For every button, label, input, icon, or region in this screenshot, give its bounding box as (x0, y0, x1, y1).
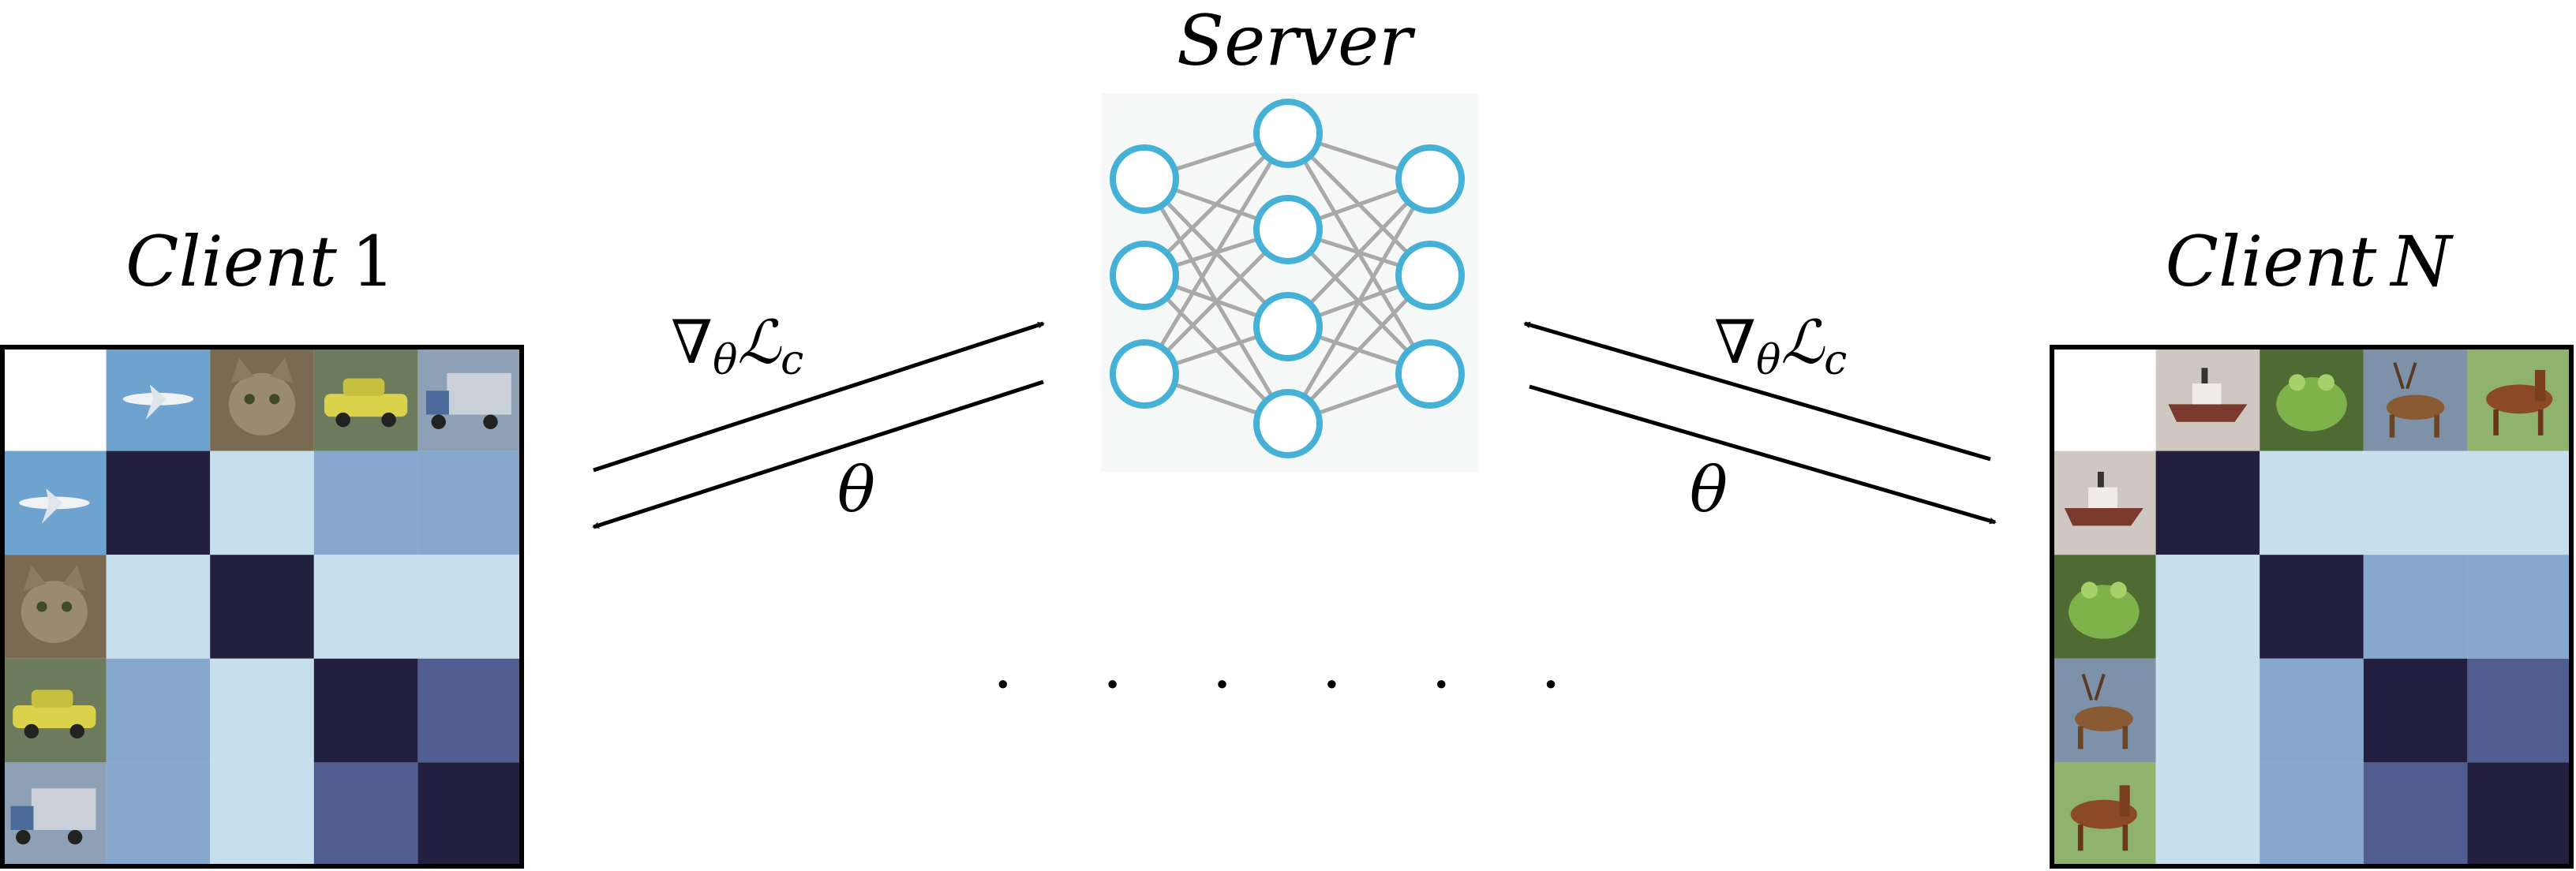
network-node (1253, 292, 1323, 361)
more-clients-ellipsis: · · · · · · (993, 648, 1596, 721)
server-label: Server (1177, 0, 1416, 81)
airplane-thumbnail-icon (106, 347, 211, 451)
similarity-cell (417, 450, 522, 555)
similarity-cell (2155, 658, 2260, 763)
client-1-label-index: 1 (351, 221, 395, 302)
similarity-cell (313, 450, 418, 555)
right-arrows: ∇θℒc θ (1523, 307, 1997, 526)
matrix-frame (0, 345, 524, 869)
similarity-cell (210, 450, 314, 555)
matrix-frame (2050, 345, 2574, 869)
client-n-label-index: N (2389, 221, 2454, 302)
network-node (1395, 241, 1465, 310)
truck-thumbnail-icon (2, 762, 107, 866)
param-label-left: θ (837, 453, 875, 526)
similarity-cell (2363, 762, 2468, 866)
similarity-cell (2155, 555, 2260, 659)
param-label-right: θ (1690, 453, 1728, 526)
similarity-cell (417, 658, 522, 763)
client-n-label-word: Client (2166, 221, 2377, 302)
cat-thumbnail-icon (210, 347, 314, 451)
client-1-label-word: Client (125, 221, 337, 302)
network-edge (1142, 132, 1290, 376)
similarity-cell (2155, 450, 2260, 555)
similarity-cell (2260, 762, 2364, 866)
gradient-label-left: ∇θℒc (671, 307, 803, 384)
similarity-cell (2363, 658, 2468, 763)
cat-thumbnail-icon (2, 555, 107, 659)
network-node (1395, 144, 1465, 214)
left-arrows: ∇θℒc θ (592, 307, 1045, 529)
network-node (1253, 389, 1323, 458)
similarity-cell (2155, 762, 2260, 866)
network-node (1110, 144, 1179, 214)
network-edge (1286, 178, 1432, 425)
truck-thumbnail-icon (417, 347, 522, 451)
server: Server (1101, 0, 1478, 472)
similarity-cell (106, 555, 211, 659)
airplane-thumbnail-icon (2, 450, 107, 555)
gradient-upload-arrow-right (1523, 321, 1991, 462)
similarity-cell (210, 555, 314, 659)
horse-thumbnail-icon (2052, 762, 2156, 866)
ship-thumbnail-icon (2155, 347, 2260, 451)
client-n-similarity-matrix (2050, 345, 2574, 869)
car-thumbnail-icon (2, 658, 107, 763)
similarity-cell (2363, 555, 2468, 659)
client-1-similarity-matrix (0, 345, 524, 869)
similarity-cell (106, 658, 211, 763)
network-node (1110, 241, 1179, 310)
similarity-cell (313, 762, 418, 866)
similarity-cell (2363, 450, 2468, 555)
horse-thumbnail-icon (2467, 347, 2571, 451)
network-node (1253, 99, 1323, 168)
similarity-cell (2467, 658, 2571, 763)
similarity-cell (417, 762, 522, 866)
neural-network-icon (1101, 93, 1478, 472)
gradient-label-right: ∇θℒc (1714, 307, 1847, 384)
similarity-cell (417, 555, 522, 659)
similarity-cell (2467, 450, 2571, 555)
car-thumbnail-icon (313, 347, 418, 451)
similarity-cell (210, 658, 314, 763)
similarity-cell (106, 762, 211, 866)
network-node (1253, 195, 1323, 264)
deer-thumbnail-icon (2363, 347, 2468, 451)
similarity-cell (313, 555, 418, 659)
deer-thumbnail-icon (2052, 658, 2156, 763)
param-download-arrow-left (592, 379, 1044, 529)
similarity-cell (2260, 450, 2364, 555)
similarity-cell (210, 762, 314, 866)
network-node (1110, 339, 1179, 409)
similarity-cell (313, 658, 418, 763)
network-node (1395, 339, 1465, 409)
similarity-cell (2467, 555, 2571, 659)
similarity-cell (2260, 658, 2364, 763)
frog-thumbnail-icon (2260, 347, 2364, 451)
similarity-cell (106, 450, 211, 555)
frog-thumbnail-icon (2052, 555, 2156, 659)
matrix-corner-cell (2052, 347, 2156, 451)
ship-thumbnail-icon (2052, 450, 2156, 555)
similarity-cell (2467, 762, 2571, 866)
gradient-upload-arrow-left (593, 321, 1045, 473)
similarity-cell (2260, 555, 2364, 659)
param-download-arrow-right (1529, 384, 1997, 525)
matrix-corner-cell (2, 347, 107, 451)
